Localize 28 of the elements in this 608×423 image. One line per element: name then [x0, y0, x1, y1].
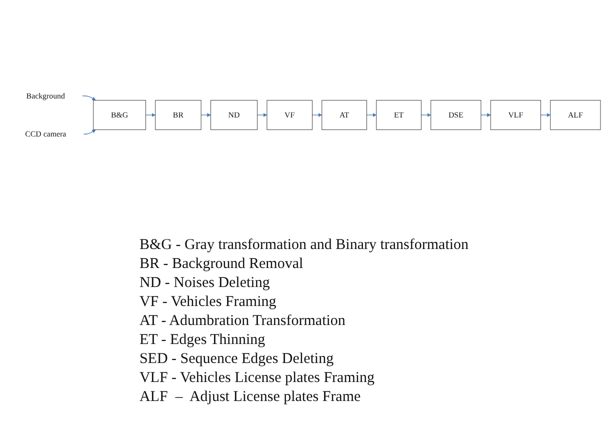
abbreviation-note: BR - Background Removal: [139, 255, 304, 274]
node-box: [322, 100, 367, 130]
abbreviation-note: AT - Adumbration Transformation: [139, 312, 346, 331]
node-box: [155, 100, 202, 130]
node-box: [550, 100, 601, 130]
abbreviation-note: SED - Sequence Edges Deleting: [139, 350, 335, 369]
arrow: [256, 113, 268, 117]
arrow: [480, 113, 491, 117]
abbreviation-note: ND - Noises Deleting: [139, 274, 271, 293]
arrow: [200, 113, 211, 117]
abbreviation-note: B&G - Gray transformation and Binary transformation: [139, 236, 469, 255]
abbreviation-note: VF - Vehicles Framing: [139, 293, 278, 312]
node-box: [210, 100, 258, 130]
arrow: [312, 113, 322, 117]
node-box: [376, 100, 422, 130]
arrow: [83, 130, 96, 134]
arrow: [366, 113, 377, 117]
arrow: [540, 113, 551, 117]
node-box: [490, 100, 541, 130]
abbreviation-note: ET - Edges Thinning: [139, 331, 266, 350]
node-box: [430, 100, 482, 130]
arrow: [82, 96, 96, 100]
arrow: [145, 113, 156, 117]
arrow: [420, 113, 432, 117]
abbreviation-note: ALF – Adjust License plates Frame: [139, 388, 362, 407]
node-box: [93, 100, 146, 130]
node-box: [266, 100, 312, 130]
abbreviation-note: VLF - Vehicles License plates Framing: [139, 369, 376, 388]
